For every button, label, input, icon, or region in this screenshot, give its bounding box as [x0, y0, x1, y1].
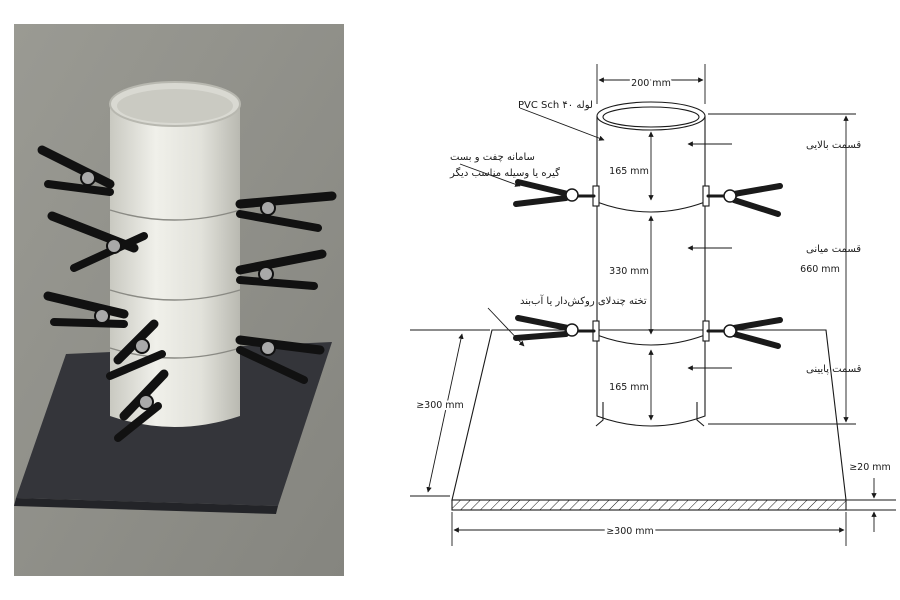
clamp-right-3	[235, 335, 325, 384]
pipe-top-inner	[602, 106, 700, 128]
pipe-outline	[596, 116, 706, 427]
specimen-photo	[14, 24, 344, 576]
label-board-thickness: ≥20 mm	[849, 462, 891, 473]
label-top-height: 165 mm	[609, 166, 649, 177]
label-bottom-height: 165 mm	[609, 382, 649, 393]
label-pipe-material: لوله PVC Sch ۴۰	[518, 100, 593, 111]
label-bottom-section: قسمت پایینی	[806, 364, 862, 375]
pipe-foot-left	[595, 402, 604, 427]
label-board-depth: ≥300 mm	[416, 400, 464, 411]
pipe-joint-middle	[109, 289, 241, 301]
label-middle-height: 330 mm	[609, 266, 649, 277]
base-board-top	[451, 329, 847, 501]
leader-base-board	[487, 307, 525, 347]
label-top-section: قسمت بالایی	[806, 140, 861, 151]
diagram-clamp-right-top	[706, 183, 783, 217]
clamp-left-4	[106, 319, 166, 380]
label-total-height: 660 mm	[800, 264, 840, 275]
pipe-joint-top	[596, 201, 706, 213]
pipe-joint-upper	[109, 209, 241, 221]
diagram-clamp-right-bottom	[706, 317, 783, 349]
diagram-clamp-left-bottom	[513, 315, 596, 341]
clamp-left-3	[43, 291, 129, 328]
label-base-board: تخته چندلای روکش‌دار یا آب‌بند	[520, 294, 647, 307]
clamp-right-2	[235, 249, 327, 290]
clamp-right-1	[235, 191, 337, 232]
base-board-edge	[451, 499, 847, 511]
leader-pipe-material	[519, 107, 605, 141]
label-clamp-line2: گیره یا وسیله مناسب دیگر	[449, 167, 560, 179]
base-plate-edge	[14, 498, 278, 514]
dim-line-board-depth	[426, 333, 464, 493]
diagram-clamp-left-top	[513, 179, 596, 207]
clamp-left-1	[37, 145, 115, 196]
leader-clamp	[459, 163, 521, 187]
pipe-foot-right	[696, 402, 705, 427]
label-board-width: ≥300 mm	[606, 526, 654, 537]
label-clamp-line1: سامانه چفت و بست	[450, 152, 535, 163]
clamp-left-5	[114, 369, 169, 442]
pipe-top-ellipse	[596, 101, 706, 131]
label-pipe-width: 200 mm	[631, 78, 671, 89]
pipe-top-opening	[117, 89, 233, 123]
clamp-left-2	[47, 211, 148, 272]
pipe-joint-bottom	[596, 334, 706, 346]
label-middle-section: قسمت میانی	[806, 244, 861, 255]
